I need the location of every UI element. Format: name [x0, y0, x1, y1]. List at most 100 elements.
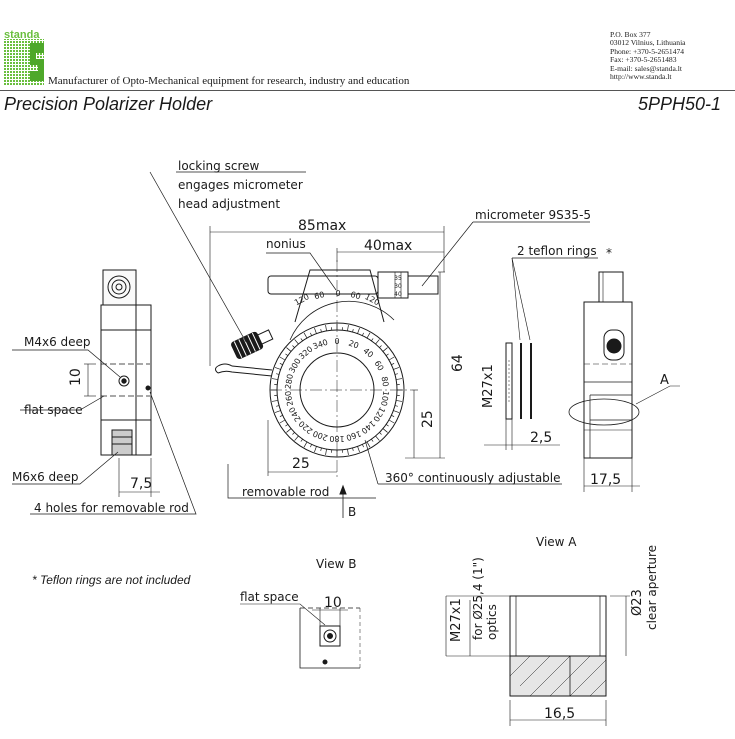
dial-tick — [396, 378, 403, 380]
header-divider — [0, 90, 735, 91]
dial-tick — [379, 432, 382, 435]
dial-tick — [325, 324, 327, 331]
dial-tick — [286, 347, 292, 352]
dial-top-tick: 0 — [335, 289, 340, 298]
dial-tick — [325, 449, 327, 456]
company-address: P.O. Box 377 03012 Vilnius, Lithuania Ph… — [610, 30, 686, 81]
callout-removable-rod: removable rod — [242, 485, 329, 499]
dial-tick — [388, 356, 395, 361]
model-number: 5PPH50-1 — [637, 94, 721, 114]
brand-wordmark: standa — [4, 29, 40, 41]
dial-tick — [391, 363, 395, 365]
dial-tick — [382, 347, 388, 352]
view-a-aperture-label: clear aperture — [645, 545, 659, 630]
dim-10: 10 — [68, 368, 84, 386]
dim-right-max: 40max — [364, 238, 412, 254]
dial-top-tick: 120 — [293, 292, 311, 307]
address-line: Phone: +370-5-2651474 — [610, 46, 685, 56]
dim-width-max: 85max — [298, 218, 346, 234]
address-line: 03012 Vilnius, Lithuania — [610, 38, 686, 48]
page-title: Precision Polarizer Holder — [4, 94, 213, 114]
dial-tick — [285, 424, 289, 427]
dial-ring-label: 180 — [329, 434, 344, 443]
dial-tick — [274, 410, 281, 413]
view-a-aperture-dim: Ø23 — [630, 589, 645, 616]
dial-tick — [320, 447, 322, 451]
dial-tick — [310, 444, 312, 448]
view-b-detail — [240, 603, 361, 669]
view-a-optics-2: optics — [485, 604, 499, 640]
dial-tick — [393, 410, 400, 413]
dial-ring-label: 100 — [379, 390, 391, 407]
dial-tick — [393, 367, 400, 370]
address-line: E-mail: sales@standa.lt — [610, 63, 682, 73]
dial-tick — [388, 419, 395, 424]
dim-2-5: 2,5 — [530, 430, 552, 446]
callout-nonius: nonius — [266, 237, 306, 251]
dial-ring-label: 280 — [283, 373, 295, 390]
main-front-view — [149, 171, 590, 518]
dial-tick — [286, 428, 292, 433]
view-a-detail — [445, 595, 630, 726]
dial-tick — [371, 338, 374, 342]
dial-tick — [382, 428, 388, 433]
callout-holes: 4 holes for removable rod — [34, 501, 189, 515]
callout-teflon: 2 teflon rings — [517, 244, 597, 258]
view-a-mark: A — [660, 373, 669, 388]
right-side-view — [568, 271, 680, 492]
dial-tick — [279, 356, 286, 361]
dial-tick — [314, 327, 317, 334]
dial-tick — [385, 424, 389, 427]
dial-tick — [366, 332, 371, 339]
dial-tick — [394, 373, 398, 375]
dim-center-height: 25 — [420, 410, 436, 428]
dial-tick — [347, 324, 349, 331]
dial-tick — [276, 405, 280, 407]
dial-tick — [300, 438, 303, 442]
dial-tick — [271, 378, 278, 380]
dial-tick — [310, 332, 312, 336]
dial-ring-label: 20 — [347, 338, 360, 350]
dial-top-tick: 60 — [313, 290, 325, 301]
dial-tick — [385, 353, 389, 356]
dial-tick — [294, 339, 299, 345]
dial-ring-label: 60 — [373, 359, 386, 372]
dial-top-tick: 60 — [350, 290, 362, 301]
micrometer-tick: 40 — [394, 291, 402, 298]
dial-ring-label: 80 — [379, 376, 390, 388]
dial-tick — [371, 438, 374, 442]
dial-tick — [294, 435, 299, 441]
dim-center-offset: 25 — [292, 456, 310, 472]
dial-tick — [362, 332, 364, 336]
callout-continuous: 360° continuously adjustable — [385, 471, 561, 485]
standa-logo — [4, 29, 44, 85]
callout-m6: M6x6 deep — [12, 470, 79, 484]
dial-tick — [303, 332, 308, 339]
dial-tick — [274, 367, 281, 370]
view-a-width: 16,5 — [544, 706, 575, 722]
dial-tick — [279, 363, 283, 365]
dial-tick — [314, 446, 317, 453]
micrometer-tick: 30 — [394, 283, 402, 290]
dial-tick — [391, 415, 395, 417]
micrometer-tick: 35 — [394, 275, 402, 282]
dial-tick — [396, 400, 403, 402]
view-a-optics-1: for Ø25,4 (1") — [471, 557, 485, 640]
dial-tick — [320, 329, 322, 333]
view-a-label: View A — [536, 535, 577, 549]
view-a-thread: M27x1 — [449, 598, 464, 642]
dial-tick — [379, 345, 382, 348]
dial-tick — [375, 339, 380, 345]
footnote: * Teflon rings are not included — [32, 573, 191, 587]
dial-tick — [352, 447, 354, 451]
dial-tick — [279, 419, 286, 424]
dial-tick — [394, 405, 398, 407]
dial-tick — [375, 435, 380, 441]
callout-locking-screw-3: head adjustment — [178, 197, 280, 211]
callout-flat-space: flat space — [24, 403, 83, 417]
view-b-flat-space: flat space — [240, 590, 299, 604]
dial-tick — [357, 327, 360, 334]
dial-tick — [362, 444, 364, 448]
dial-ring-label: 0 — [334, 337, 339, 346]
